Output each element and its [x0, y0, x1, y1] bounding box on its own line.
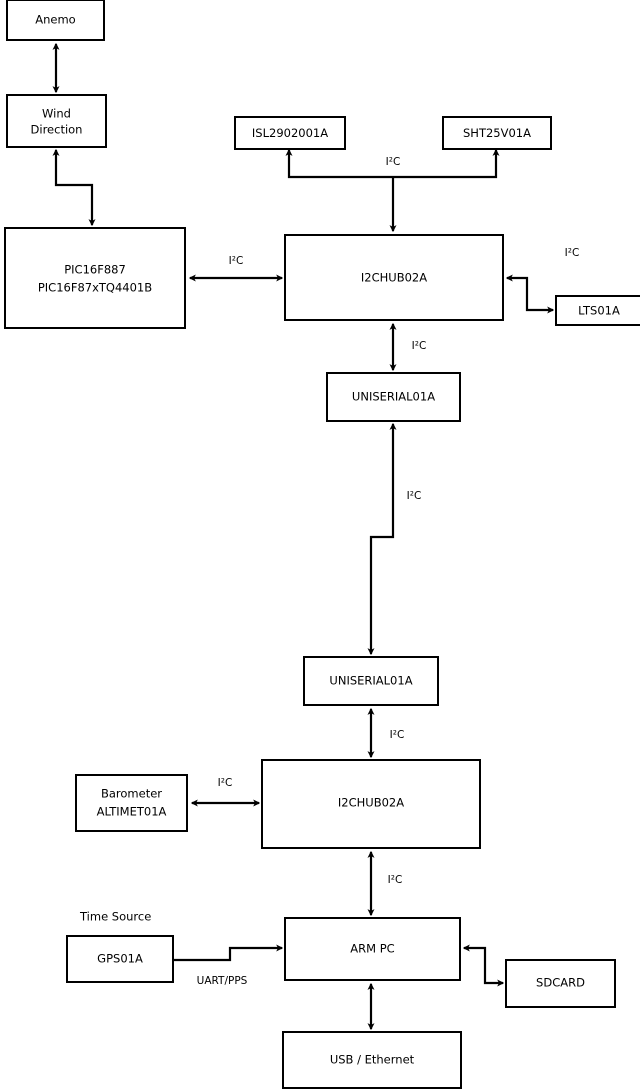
connector-armpc-sdcard [462, 944, 505, 987]
node-anemo[interactable]: Anemo [6, 0, 105, 41]
node-anemo-label: Anemo [35, 13, 75, 27]
edge-label-hub-uniserial: I²C [412, 340, 427, 352]
node-barometer-label-line2: ALTIMET01A [97, 805, 167, 819]
node-gps01a-label: GPS01A [97, 952, 143, 966]
connector-gps-armpc [173, 944, 284, 962]
node-isl2902001a-label: ISL2902001A [252, 126, 328, 140]
edge-label-pic-hub: I²C [229, 255, 244, 267]
nodes-layer: Anemo Wind Direction PIC16F887 PIC16F87x… [4, 0, 640, 1089]
connector-uniserial-link [367, 422, 397, 656]
edge-label-barometer-hub: I²C [218, 777, 233, 789]
node-usb-ethernet-label: USB / Ethernet [330, 1053, 415, 1067]
node-gps01a[interactable]: GPS01A [66, 935, 174, 983]
node-usb-ethernet[interactable]: USB / Ethernet [282, 1031, 462, 1089]
node-i2chub02a-bottom-label: I2CHUB02A [338, 796, 404, 810]
node-wind-direction-label-line2: Direction [31, 123, 83, 137]
node-arm-pc[interactable]: ARM PC [284, 917, 461, 981]
node-i2chub02a-top-label: I2CHUB02A [361, 271, 427, 285]
connector-hubtop-lts [505, 274, 555, 314]
node-uniserial01a-bottom[interactable]: UNISERIAL01A [303, 656, 439, 706]
connectors-layer [52, 42, 555, 1031]
free-labels-layer: Time Source [79, 910, 151, 924]
node-pic16f887-label-line2: PIC16F87xTQ4401B [38, 281, 152, 295]
node-uniserial01a-top-label: UNISERIAL01A [352, 390, 435, 404]
node-sht25v01a[interactable]: SHT25V01A [442, 116, 552, 150]
node-sht25v01a-label: SHT25V01A [463, 126, 531, 140]
node-lts01a[interactable]: LTS01A [555, 295, 640, 326]
node-wind-direction-label-line1: Wind [42, 107, 71, 121]
node-arm-pc-label: ARM PC [350, 942, 394, 956]
edge-label-isl-sht-bus: I²C [386, 156, 401, 168]
edge-label-uniserial-hubbot: I²C [390, 729, 405, 741]
edge-label-hubbot-armpc: I²C [388, 874, 403, 886]
connector-wind-pic [52, 148, 96, 227]
node-i2chub02a-bottom[interactable]: I2CHUB02A [261, 759, 481, 849]
node-wind-direction[interactable]: Wind Direction [6, 94, 107, 148]
edge-label-hub-lts: I²C [565, 247, 580, 259]
node-i2chub02a-top[interactable]: I2CHUB02A [284, 234, 504, 321]
connector-hubtop-isl [285, 148, 393, 179]
node-uniserial01a-top[interactable]: UNISERIAL01A [326, 372, 461, 422]
node-sdcard-label: SDCARD [536, 976, 585, 990]
node-isl2902001a[interactable]: ISL2902001A [234, 116, 346, 150]
node-sdcard[interactable]: SDCARD [505, 959, 616, 1008]
node-uniserial01a-bottom-label: UNISERIAL01A [329, 674, 412, 688]
node-pic16f887-label-line1: PIC16F887 [64, 263, 126, 277]
node-lts01a-label: LTS01A [578, 304, 620, 318]
node-pic16f887[interactable]: PIC16F887 PIC16F87xTQ4401B [4, 227, 186, 329]
node-barometer-altimet01a[interactable]: Barometer ALTIMET01A [75, 774, 188, 832]
edge-label-uniserial-link: I²C [407, 490, 422, 502]
node-barometer-label-line1: Barometer [101, 787, 162, 801]
connector-hubtop-sht [393, 148, 500, 179]
edge-label-gps-armpc: UART/PPS [197, 975, 248, 987]
label-time-source: Time Source [79, 910, 151, 924]
edge-labels-layer: I²C I²C I²C I²C I²C I²C I²C I²C UART/PPS [197, 156, 580, 987]
